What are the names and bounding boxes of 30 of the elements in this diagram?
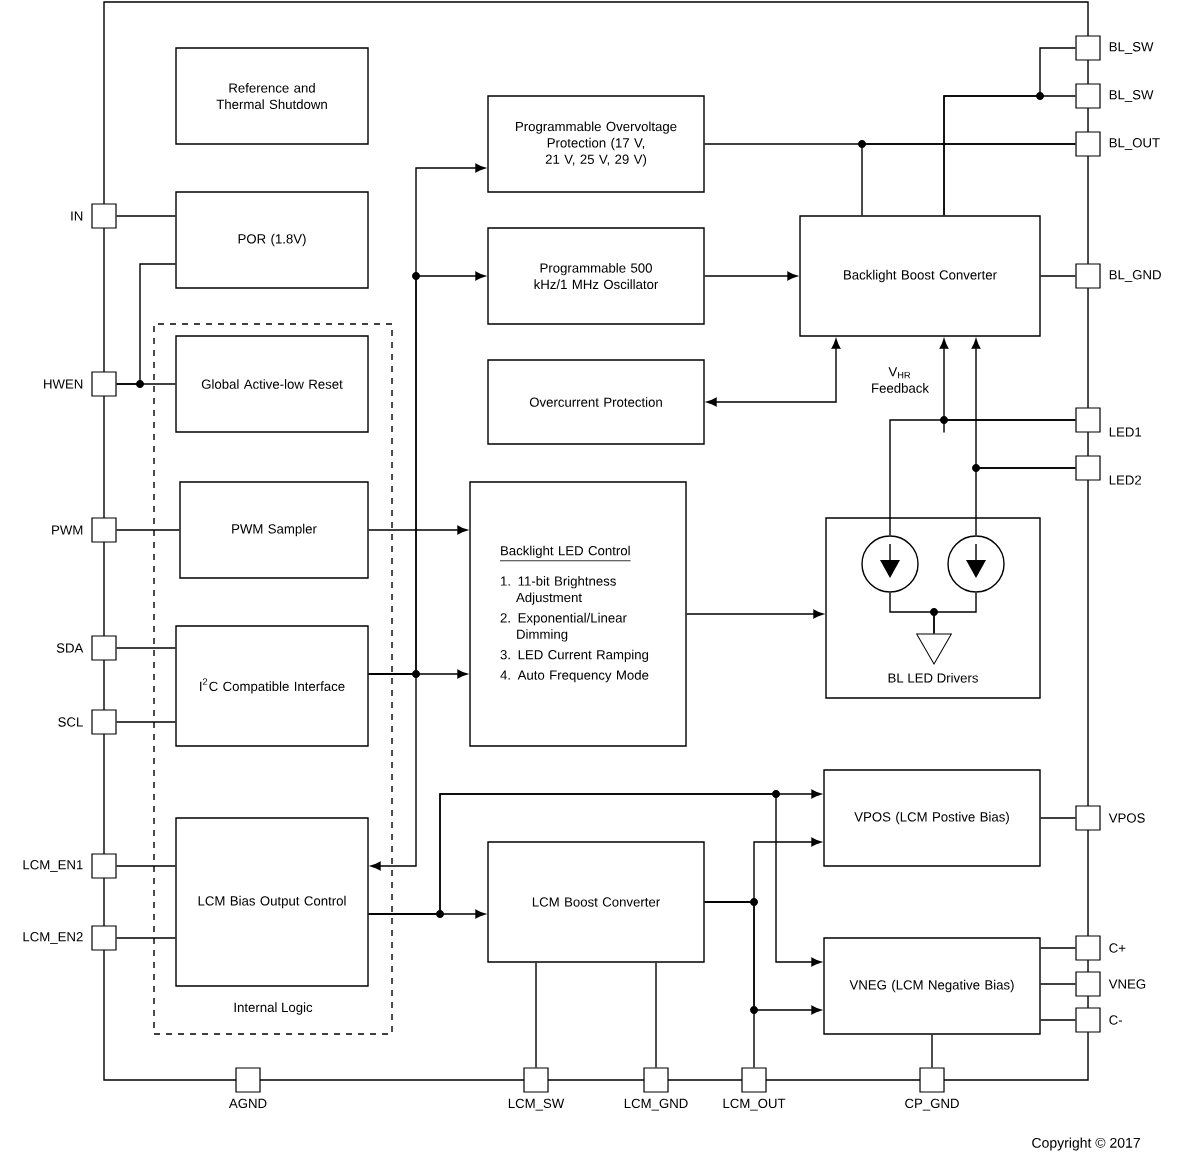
- connector: [943, 47, 1077, 216]
- connector: [115, 647, 176, 649]
- connector: [704, 901, 755, 1069]
- connector: [115, 937, 176, 939]
- current-source-symbol: [947, 535, 1005, 593]
- connector: [115, 529, 180, 531]
- connector: [933, 592, 977, 635]
- connector: [115, 215, 176, 217]
- connector: [115, 865, 176, 867]
- connector: [368, 673, 417, 871]
- ground-symbol: [916, 633, 952, 665]
- connector: [861, 143, 1077, 216]
- connector: [971, 338, 1077, 469]
- connector: [368, 793, 822, 967]
- connector: [115, 721, 176, 723]
- connector: [368, 525, 468, 535]
- connector: [1040, 1019, 1077, 1021]
- connector: [1040, 817, 1077, 819]
- connector: [535, 962, 537, 1069]
- connector: [1040, 947, 1077, 949]
- connector: [115, 263, 176, 385]
- connector: [1040, 275, 1077, 277]
- connector: [704, 271, 798, 281]
- current-source-symbol: [861, 535, 919, 593]
- connector: [686, 609, 824, 619]
- connector: [939, 338, 1077, 434]
- connector: [706, 338, 841, 407]
- connector: [1040, 983, 1077, 985]
- connector: [931, 1034, 933, 1069]
- connector: [655, 962, 657, 1069]
